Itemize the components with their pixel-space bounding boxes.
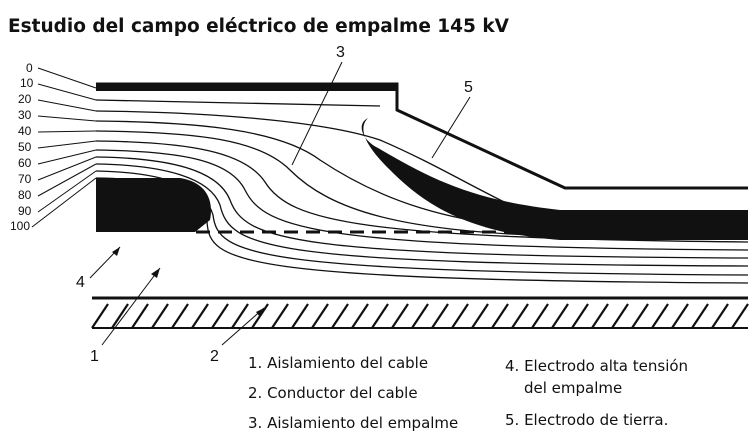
legend: 1. Aislamiento del cable 2. Conductor de…	[248, 354, 688, 432]
callout-4: 4	[76, 274, 85, 291]
potential-label-0: 0	[26, 61, 33, 75]
equipotential-line-10	[95, 99, 381, 107]
legend-item-4-line2: del empalme	[524, 379, 622, 397]
potential-label-40: 40	[18, 124, 32, 138]
equipotential-line-40	[95, 130, 561, 237]
cable-conductor-hatching	[91, 303, 749, 329]
legend-item-3: 3. Aislamiento del empalme	[248, 414, 458, 432]
legend-item-4-line1: 4. Electrodo alta tensión	[505, 357, 688, 375]
callout-3: 3	[336, 44, 345, 61]
potential-label-30: 30	[18, 108, 32, 122]
legend-item-5: 5. Electrodo de tierra.	[505, 411, 668, 429]
callout-2: 2	[210, 348, 219, 365]
equipotential-line-60	[95, 149, 749, 251]
legend-item-2: 2. Conductor del cable	[248, 384, 418, 402]
equipotential-line-50	[95, 140, 749, 243]
potential-leader-lines	[31, 67, 97, 228]
potential-label-70: 70	[18, 172, 32, 186]
callout-5: 5	[464, 79, 473, 96]
potential-label-80: 80	[18, 188, 32, 202]
legend-item-1: 1. Aislamiento del cable	[248, 354, 428, 372]
ground-electrode-top-bar	[96, 84, 397, 91]
ground-electrode-deflector	[361, 118, 748, 240]
callout-1: 1	[90, 348, 99, 365]
equipotential-line-70	[95, 156, 749, 259]
potential-label-20: 20	[18, 92, 32, 106]
high-voltage-electrode	[96, 178, 211, 232]
potential-label-90: 90	[18, 204, 32, 218]
equipotential-line-80	[95, 163, 749, 267]
potential-labels: 0 10 20 30 40 50 60 70 80 90 100	[10, 61, 34, 233]
potential-label-10: 10	[20, 76, 34, 90]
potential-label-100: 100	[10, 219, 30, 233]
potential-label-60: 60	[18, 156, 32, 170]
diagram-title: Estudio del campo eléctrico de empalme 1…	[8, 16, 510, 37]
potential-label-50: 50	[18, 140, 32, 154]
